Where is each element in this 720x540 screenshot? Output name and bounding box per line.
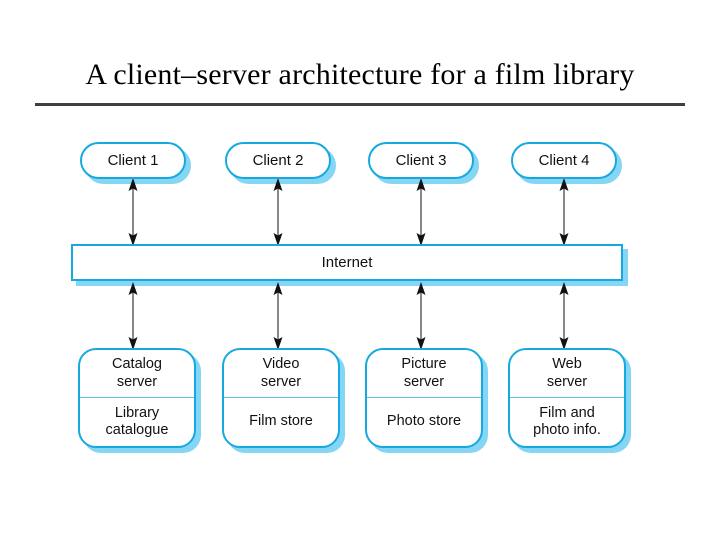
client-2-label: Client 2: [252, 151, 304, 169]
client-node-4[interactable]: Client 4: [511, 142, 617, 179]
video-server-store: Film store: [249, 413, 313, 430]
internet-label: Internet: [321, 253, 373, 271]
picture-server-name: Picture server: [367, 350, 481, 398]
connector-internet-video-server: [273, 282, 283, 350]
web-server-store: Film and photo info.: [533, 404, 601, 438]
connector-internet-picture-server: [416, 282, 426, 350]
server-node-video[interactable]: Video server Film store: [222, 348, 340, 448]
client-node-2[interactable]: Client 2: [225, 142, 331, 179]
client-node-1[interactable]: Client 1: [80, 142, 186, 179]
web-server-name: Web server: [510, 350, 624, 398]
connector-internet-web-server: [559, 282, 569, 350]
page-title: A client–server architecture for a film …: [85, 58, 635, 91]
connector-client-3-internet: [416, 178, 426, 246]
internet-bar[interactable]: Internet: [71, 244, 623, 281]
title-divider-rule: [35, 103, 685, 106]
client-node-3[interactable]: Client 3: [368, 142, 474, 179]
connector-client-1-internet: [128, 178, 138, 246]
connector-client-4-internet: [559, 178, 569, 246]
video-server-name: Video server: [224, 350, 338, 398]
server-node-catalog[interactable]: Catalog server Library catalogue: [78, 348, 196, 448]
catalog-server-name: Catalog server: [80, 350, 194, 398]
server-node-web[interactable]: Web server Film and photo info.: [508, 348, 626, 448]
connector-internet-catalog-server: [128, 282, 138, 350]
picture-server-store: Photo store: [386, 413, 462, 430]
client-3-label: Client 3: [395, 151, 447, 169]
server-node-picture[interactable]: Picture server Photo store: [365, 348, 483, 448]
connector-client-2-internet: [273, 178, 283, 246]
client-1-label: Client 1: [107, 151, 159, 169]
catalog-server-store: Library catalogue: [105, 404, 169, 438]
client-4-label: Client 4: [538, 151, 590, 169]
